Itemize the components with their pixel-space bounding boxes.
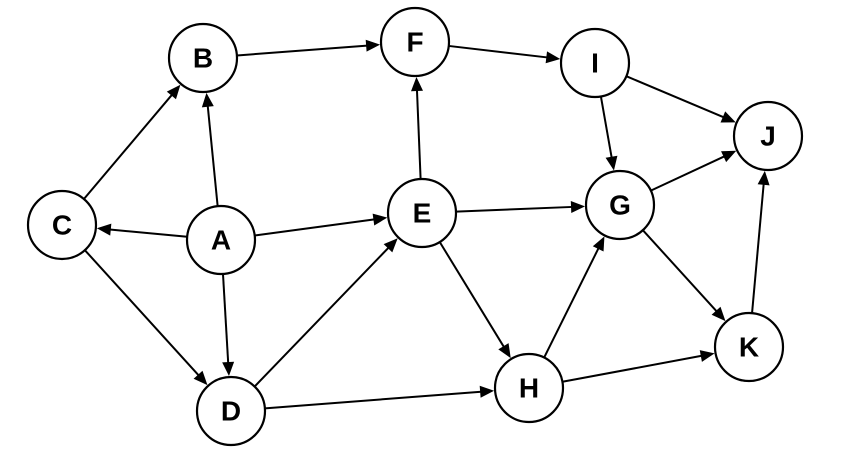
edge-a-to-d — [221, 273, 235, 377]
edge-b-to-f — [236, 39, 381, 57]
node-label: A — [211, 225, 231, 256]
edge-e-to-f — [411, 76, 423, 180]
edge-g-to-j — [650, 150, 737, 192]
edge-line — [650, 155, 725, 192]
arrowhead-icon — [757, 170, 770, 186]
node-j: J — [732, 100, 804, 172]
arrowhead-icon — [201, 92, 214, 108]
edge-h-to-g — [543, 236, 605, 359]
edge-c-to-d — [84, 249, 208, 386]
node-circle — [713, 311, 785, 383]
edge-line — [206, 105, 219, 207]
node-a: A — [185, 204, 257, 276]
node-label: B — [193, 43, 213, 74]
nodes-layer: A B C D E F G H I J K — [26, 6, 804, 447]
node-b: B — [167, 22, 239, 94]
arrowhead-icon — [592, 236, 605, 252]
arrowhead-icon — [411, 76, 423, 92]
arrowhead-icon — [545, 51, 561, 64]
node-circle — [379, 6, 451, 78]
node-label: G — [609, 190, 631, 221]
edge-line — [254, 218, 375, 237]
node-h: H — [493, 352, 565, 424]
node-circle — [584, 169, 656, 241]
edge-line — [543, 247, 600, 359]
node-circle — [386, 177, 458, 249]
edge-line — [236, 44, 368, 57]
arrowhead-icon — [193, 370, 208, 386]
edge-g-to-k — [642, 229, 726, 322]
node-circle — [559, 27, 631, 99]
edge-line — [221, 273, 230, 364]
node-g: G — [584, 169, 656, 241]
node-circle — [167, 22, 239, 94]
arrowhead-icon — [711, 306, 726, 322]
arrowhead-icon — [498, 343, 511, 359]
arrowhead-icon — [222, 361, 235, 377]
edge-a-to-e — [254, 213, 388, 237]
node-label: I — [591, 48, 599, 79]
node-f: F — [379, 6, 451, 78]
node-d: D — [195, 375, 267, 447]
node-circle — [185, 204, 257, 276]
arrowhead-icon — [96, 223, 112, 236]
arrowhead-icon — [699, 350, 715, 362]
edge-line — [84, 249, 200, 377]
edge-line — [562, 354, 702, 383]
node-label: J — [760, 121, 776, 152]
node-circle — [732, 100, 804, 172]
edge-line — [109, 228, 188, 238]
edge-line — [264, 390, 482, 410]
edge-line — [448, 44, 548, 59]
edge-line — [415, 89, 422, 180]
edge-e-to-h — [438, 241, 511, 359]
edge-d-to-h — [264, 385, 495, 410]
node-circle — [195, 375, 267, 447]
edges-layer — [83, 39, 770, 410]
node-label: E — [413, 198, 432, 229]
edge-k-to-j — [751, 170, 770, 314]
edge-c-to-b — [83, 84, 181, 200]
node-label: K — [739, 332, 759, 363]
edge-line — [455, 205, 573, 213]
edge-i-to-j — [625, 75, 736, 123]
node-circle — [493, 352, 565, 424]
edge-line — [642, 229, 718, 313]
edge-h-to-k — [562, 350, 715, 383]
arrowhead-icon — [721, 150, 737, 163]
edge-line — [253, 246, 390, 388]
node-circle — [26, 189, 98, 261]
node-label: D — [221, 396, 241, 427]
edge-a-to-c — [96, 223, 188, 238]
arrowhead-icon — [720, 111, 736, 123]
edge-e-to-g — [455, 200, 586, 213]
edge-line — [83, 94, 173, 200]
arrowhead-icon — [365, 39, 381, 52]
node-c: C — [26, 189, 98, 261]
edge-a-to-b — [201, 92, 219, 207]
arrowhead-icon — [570, 200, 586, 213]
edge-line — [438, 241, 505, 348]
node-k: K — [713, 311, 785, 383]
edge-line — [599, 96, 613, 158]
node-i: I — [559, 27, 631, 99]
edge-line — [751, 183, 765, 314]
node-label: F — [406, 27, 423, 58]
edge-i-to-g — [599, 96, 618, 171]
edge-line — [625, 75, 725, 119]
node-label: H — [519, 373, 539, 404]
node-label: C — [52, 210, 72, 241]
arrowhead-icon — [166, 84, 181, 100]
arrowhead-icon — [605, 155, 618, 171]
edge-d-to-e — [253, 238, 398, 388]
arrowhead-icon — [372, 213, 388, 226]
arrowhead-icon — [479, 385, 495, 398]
edge-f-to-i — [448, 44, 561, 64]
arrowhead-icon — [383, 238, 398, 253]
node-e: E — [386, 177, 458, 249]
